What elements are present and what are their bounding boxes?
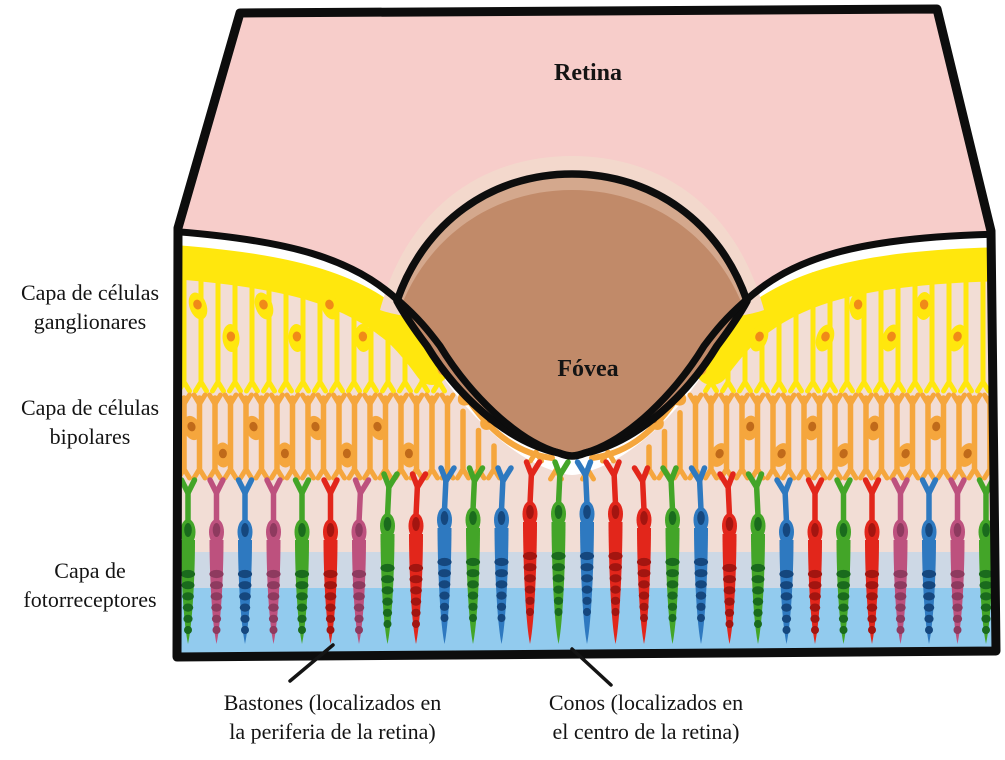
ganglion-cells: [188, 292, 967, 352]
photoreceptor-cells: [178, 459, 996, 644]
retina-outline: [172, 4, 1001, 662]
title-retina: Retina: [554, 60, 622, 86]
fovea-outline: [393, 170, 751, 460]
label-photoreceptor-layer: Capa de fotorreceptores: [23, 558, 157, 612]
rods-leader-line: [288, 643, 335, 683]
diagram-body: [177, 9, 996, 657]
label-fovea: Fóvea: [557, 356, 619, 382]
caption-cones: Conos (localizados en el centro de la re…: [548, 690, 744, 744]
label-bipolar-layer: Capa de células bipolares: [20, 395, 160, 449]
cones-leader-line: [570, 647, 613, 687]
label-ganglion-layer: Capa de células ganglionares: [20, 280, 160, 334]
caption-rods: Bastones (localizados en la periferia de…: [223, 690, 442, 744]
retina-layer-boundary: [177, 227, 996, 460]
